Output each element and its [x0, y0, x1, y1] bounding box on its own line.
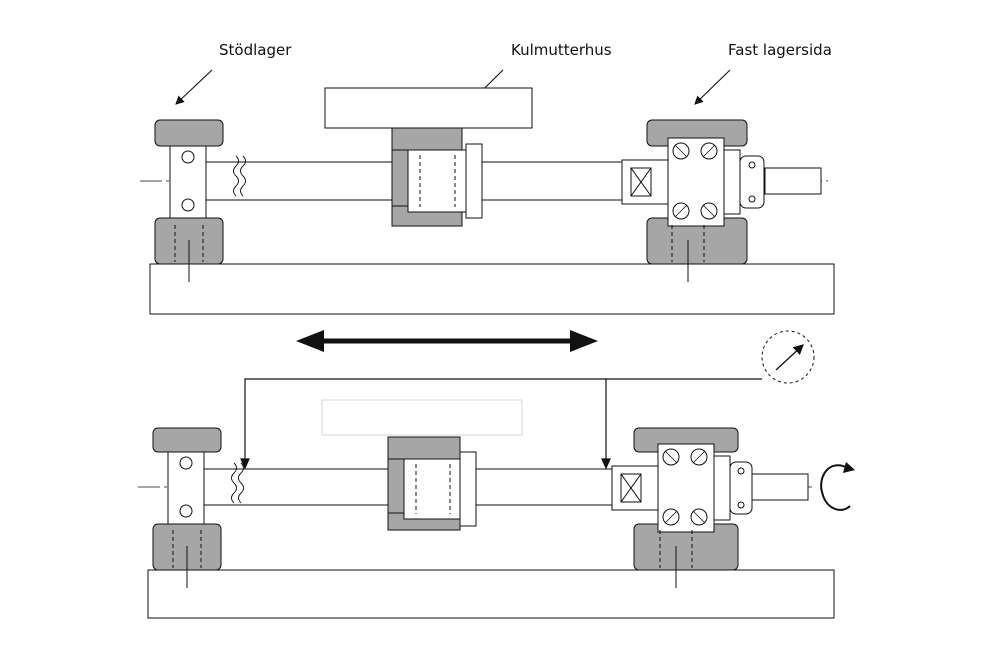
label-ball-nut-housing: Kulmutterhus — [511, 41, 612, 59]
bottom-support-ball-upper — [179, 456, 193, 470]
bottom-ball-mark-1 — [664, 450, 678, 464]
top-cap-bolt-lower — [748, 195, 756, 203]
measuring-bracket — [240, 378, 762, 470]
bottom-lock-nut-cross-b — [620, 473, 642, 503]
top-support-ball-lower — [181, 198, 195, 212]
label-support-bearing: Stödlager — [219, 41, 292, 59]
top-cap-bolt-upper — [748, 161, 756, 169]
top-table-plate — [324, 87, 533, 129]
top-support-ball-upper — [181, 150, 195, 164]
top-ball-mark-3 — [674, 204, 688, 218]
label-fixed-bearing-side: Fast lagersida — [728, 41, 832, 59]
leader-fixed-bearing-side — [694, 69, 731, 105]
bottom-cap-bolt-upper — [737, 467, 745, 475]
top-nut-flange — [465, 143, 483, 219]
bottom-ball-mark-2 — [692, 450, 706, 464]
bottom-support-housing-upper — [152, 427, 222, 453]
bottom-ball-nut — [403, 458, 461, 520]
top-assembly — [140, 87, 835, 315]
top-shaft-break-a — [233, 155, 239, 197]
bottom-ball-mark-4 — [692, 510, 706, 524]
bottom-cap-bolt-lower — [737, 501, 745, 509]
bottom-nut-housing-upper — [387, 436, 461, 460]
bottom-nut-flange — [459, 451, 477, 527]
bottom-shaft-break-a — [231, 462, 237, 504]
top-nut-housing-side — [391, 149, 409, 207]
leader-support-bearing — [175, 69, 213, 105]
top-ball-mark-4 — [702, 204, 716, 218]
bottom-assembly — [138, 399, 835, 619]
top-ball-nut — [407, 149, 467, 213]
top-ball-mark-2 — [702, 144, 716, 158]
bottom-nut-housing-side — [387, 458, 405, 514]
top-shaft-break-b — [240, 155, 246, 197]
bottom-shaft-break-b — [238, 462, 244, 504]
bottom-end-cap — [729, 461, 753, 515]
dial-gauge-icon — [761, 330, 815, 384]
top-retainer — [723, 149, 741, 215]
top-lock-nut-cross-b — [630, 167, 652, 197]
top-support-housing-upper — [154, 119, 224, 147]
bottom-ball-mark-3 — [664, 510, 678, 524]
top-base-plate — [149, 263, 835, 315]
bottom-base-plate — [147, 569, 835, 619]
top-end-cap — [739, 155, 765, 209]
top-nut-housing-upper — [391, 127, 463, 151]
top-ball-mark-1 — [674, 144, 688, 158]
bottom-support-ball-lower — [179, 504, 193, 518]
rotation-arrow-icon — [820, 462, 855, 511]
top-shaft-end — [764, 167, 822, 195]
movement-double-arrow — [296, 330, 598, 352]
bottom-shaft-end — [751, 473, 809, 501]
bottom-table-plate — [321, 399, 523, 436]
bottom-retainer — [713, 455, 731, 521]
